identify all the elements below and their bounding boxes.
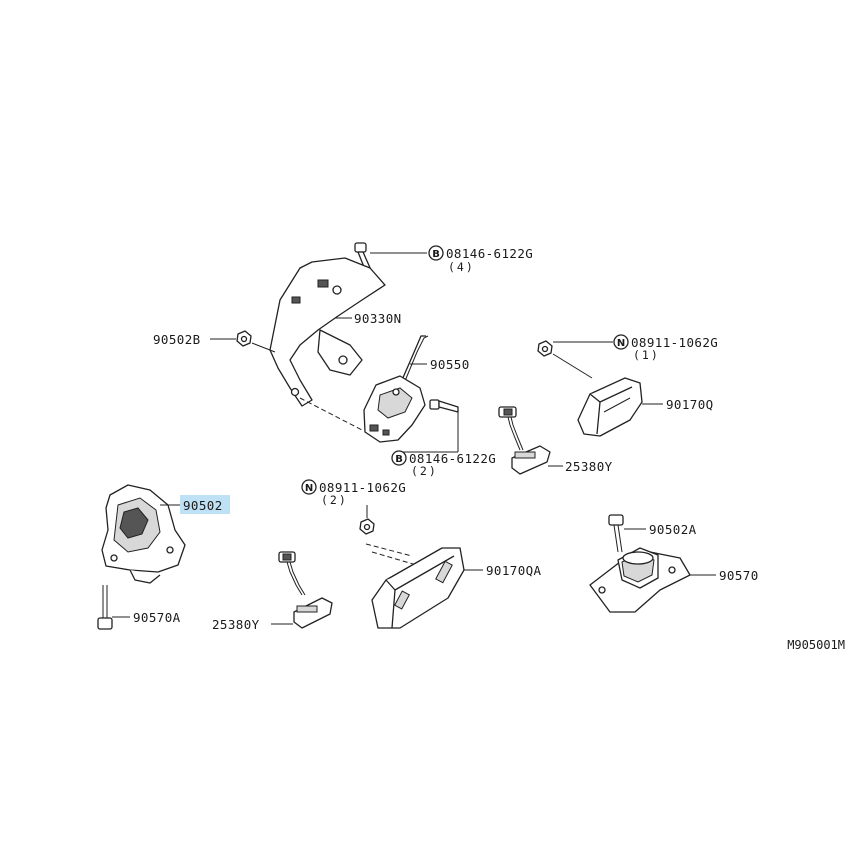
right-bolt[interactable] xyxy=(608,514,624,553)
label-nut-left[interactable]: 90502B xyxy=(153,332,201,347)
main-bracket[interactable] xyxy=(269,257,386,407)
b-mark-icon xyxy=(428,245,444,261)
right-nut[interactable] xyxy=(537,340,553,357)
middle-nut[interactable] xyxy=(359,518,375,535)
lock-actuator[interactable] xyxy=(363,375,426,443)
b-mark-icon-2 xyxy=(391,450,407,466)
left-lamp[interactable] xyxy=(278,551,333,629)
highlight-box xyxy=(180,495,230,514)
label-cover-mid[interactable]: 90170QA xyxy=(486,563,542,578)
b-mark-text-2: B xyxy=(395,454,403,465)
label-bolt-mid-qty: (2) xyxy=(411,464,438,478)
right-striker[interactable] xyxy=(589,547,691,613)
label-nut-mid[interactable]: 08911-1062G xyxy=(319,480,406,495)
control-rod[interactable] xyxy=(401,335,429,382)
right-lamp[interactable] xyxy=(498,406,551,475)
label-bolt-mid[interactable]: 08146-6122G xyxy=(409,451,496,466)
label-bolt-top-qty: (4) xyxy=(448,260,475,274)
right-cover[interactable] xyxy=(577,377,643,437)
left-lock-assembly[interactable] xyxy=(101,484,186,584)
label-nut-right-qty: (1) xyxy=(633,348,660,362)
label-striker-right[interactable]: 90570 xyxy=(719,568,759,583)
n-mark-text-2: N xyxy=(305,483,313,494)
label-lock-left[interactable]: 90502 xyxy=(183,498,223,513)
label-striker-bolt[interactable]: 90502A xyxy=(649,522,697,537)
label-nut-mid-qty: (2) xyxy=(321,493,348,507)
actuator-bolt[interactable] xyxy=(429,399,459,413)
label-lamp-left[interactable]: 25380Y xyxy=(212,617,260,632)
n-mark-icon-2 xyxy=(301,479,317,495)
label-rod[interactable]: 90550 xyxy=(430,357,470,372)
label-bolt-left[interactable]: 90570A xyxy=(133,610,181,625)
left-nut[interactable] xyxy=(236,330,252,347)
b-mark-text: B xyxy=(432,249,440,260)
label-lamp-right[interactable]: 25380Y xyxy=(565,459,613,474)
n-mark-icon xyxy=(613,334,629,350)
n-mark-text: N xyxy=(617,338,625,349)
reference-code: M905001M xyxy=(787,638,845,652)
middle-cover[interactable] xyxy=(371,547,465,629)
label-nut-right[interactable]: 08911-1062G xyxy=(631,335,718,350)
label-bolt-top[interactable]: 08146-6122G xyxy=(446,246,533,261)
label-bracket[interactable]: 90330N xyxy=(354,311,402,326)
left-bolt[interactable] xyxy=(97,585,113,630)
label-cover-right[interactable]: 90170Q xyxy=(666,397,714,412)
